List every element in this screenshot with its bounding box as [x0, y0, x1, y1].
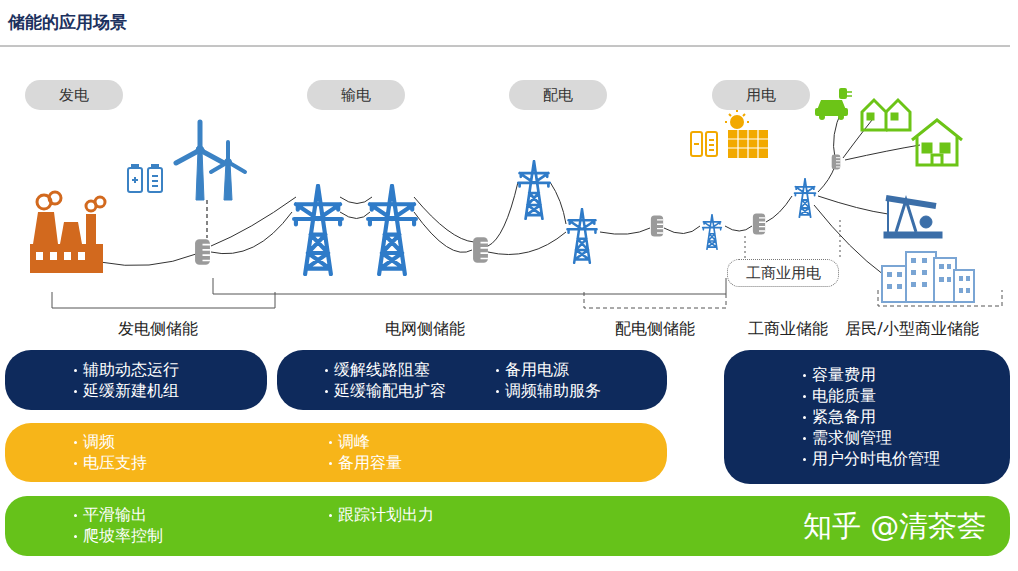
bullet-dot [803, 374, 806, 377]
bullet-item: 调峰 [338, 432, 370, 452]
bullet-dot [496, 369, 499, 372]
oil-pump-icon [884, 198, 942, 238]
bullet-item: 延缓输配电扩容 [334, 381, 446, 401]
node-text: 发电 [59, 86, 89, 105]
bullet-dot [496, 390, 499, 393]
battery-icon [128, 165, 162, 192]
bullet-dot [74, 390, 77, 393]
bullet-item: 调频 [83, 432, 115, 452]
area-box: 工商业用电 [727, 259, 839, 287]
bullet-dot [803, 416, 806, 419]
stage-pill: 输电 [307, 80, 405, 110]
bullet-item: 容量费用 [812, 365, 876, 385]
watermark: 知乎 @清茶荟 [803, 507, 986, 547]
bullet-item: 爬坡率控制 [83, 526, 163, 546]
transformer-icon [195, 155, 840, 265]
bullet-dot [803, 458, 806, 461]
benefit-band: 调频 调峰电压支持 备用容量 [5, 423, 667, 482]
bullet-dot [74, 441, 77, 444]
benefit-panel: 容量费用电能质量紧急备用需求侧管理用户分时电价管理 [724, 350, 1010, 484]
solar-battery-icon [691, 110, 768, 158]
bullet-item: 延缓新建机组 [83, 381, 179, 401]
node-text: 工商业用电 [746, 264, 821, 283]
bullet-dot [325, 369, 328, 372]
bullet-item: 平滑输出 [83, 505, 147, 525]
wind-turbine-icon [176, 122, 245, 200]
node-text: 配电 [543, 86, 573, 105]
bullet-dot [803, 437, 806, 440]
bullet-dot [74, 535, 77, 538]
bracket [52, 220, 1002, 308]
dashed-link [206, 200, 207, 238]
power-wires [100, 110, 920, 275]
bullet-dot [329, 462, 332, 465]
bullet-item: 电压支持 [83, 453, 147, 473]
area-label: 发电侧储能 [118, 319, 198, 340]
title-rule [0, 46, 1010, 47]
stage-pill: 用电 [712, 80, 810, 110]
page-title: 储能的应用场景 [8, 11, 127, 34]
bullet-item: 需求侧管理 [812, 428, 892, 448]
building-icon [882, 252, 974, 302]
area-label: 配电侧储能 [615, 319, 695, 340]
benefit-panel: 辅助动态运行延缓新建机组 [5, 350, 267, 410]
area-label: 工商业储能 [748, 319, 828, 340]
benefit-panel: 缓解线路阻塞 备用电源延缓输配电扩容 调频辅助服务 [277, 350, 667, 410]
stage-pill: 发电 [25, 80, 123, 110]
ev-car-icon [815, 88, 852, 120]
bullet-item: 备用容量 [338, 453, 402, 473]
bullet-dot [325, 390, 328, 393]
bullet-item: 辅助动态运行 [83, 360, 179, 380]
transmission-tower-icon [294, 161, 815, 274]
bullet-dot [74, 462, 77, 465]
area-label: 电网侧储能 [385, 319, 465, 340]
area-label: 居民/小型商业储能 [845, 319, 978, 340]
bullet-dot [74, 514, 77, 517]
stage-pill: 配电 [509, 80, 607, 110]
bullet-item: 备用电源 [505, 360, 569, 380]
node-text: 输电 [341, 86, 371, 105]
bullet-dot [74, 369, 77, 372]
bullet-item: 用户分时电价管理 [812, 449, 940, 469]
bullet-item: 调频辅助服务 [505, 381, 601, 401]
power-plant-icon [30, 192, 105, 273]
bullet-item: 紧急备用 [812, 407, 876, 427]
bullet-dot [329, 441, 332, 444]
house-icon [862, 100, 962, 165]
bullet-dot [329, 514, 332, 517]
bullet-item: 缓解线路阻塞 [334, 360, 430, 380]
bullet-dot [803, 395, 806, 398]
node-text: 用电 [746, 86, 776, 105]
bullet-item: 电能质量 [812, 386, 876, 406]
bullet-item: 跟踪计划出力 [338, 505, 434, 525]
